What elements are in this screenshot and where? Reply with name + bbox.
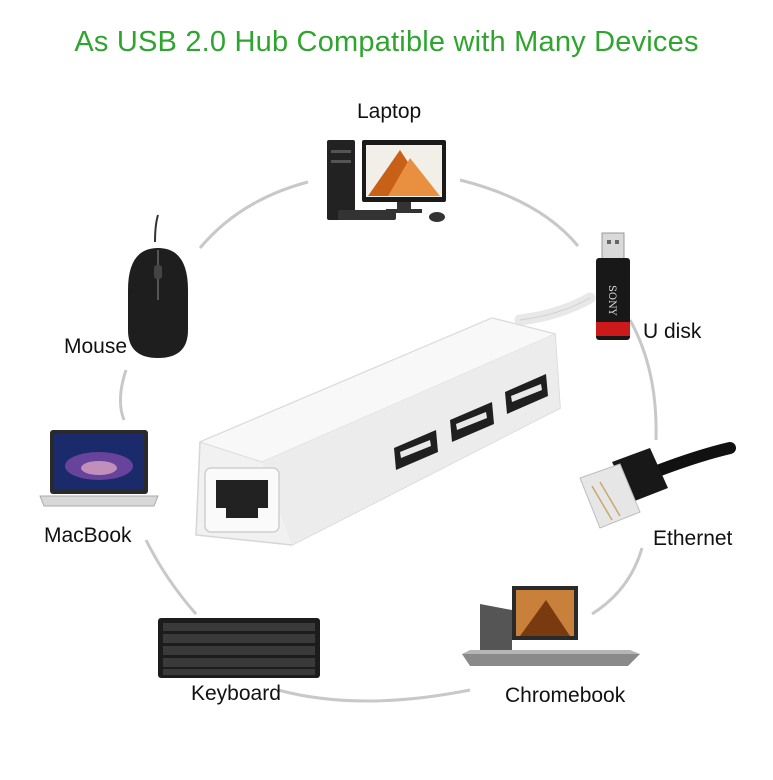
device-label-ethernet: Ethernet (653, 527, 733, 550)
desktop-pc-icon (327, 140, 446, 222)
usb-port (394, 430, 438, 470)
device-label-udisk: U disk (643, 320, 702, 343)
macbook-icon (39, 430, 159, 507)
device-label-macbook: MacBook (44, 524, 132, 547)
usb-flash-drive-icon: SONY (596, 232, 630, 340)
device-label-keyboard: Keyboard (191, 682, 281, 705)
device-label-chromebook: Chromebook (505, 684, 626, 707)
udisk-brand: SONY (606, 285, 617, 316)
ethernet-cable-icon (579, 442, 736, 529)
chromebook-icon (462, 586, 640, 666)
ethernet-port (204, 467, 280, 533)
usb-hub (195, 292, 596, 546)
device-label-mouse: Mouse (64, 335, 128, 358)
device-label-laptop: Laptop (357, 100, 422, 123)
ring (119, 178, 658, 703)
usb-port (450, 402, 494, 442)
keyboard-icon (158, 618, 320, 678)
usb-port (505, 374, 548, 414)
page-title: As USB 2.0 Hub Compatible with Many Devi… (74, 26, 699, 58)
mouse-icon (128, 214, 188, 358)
